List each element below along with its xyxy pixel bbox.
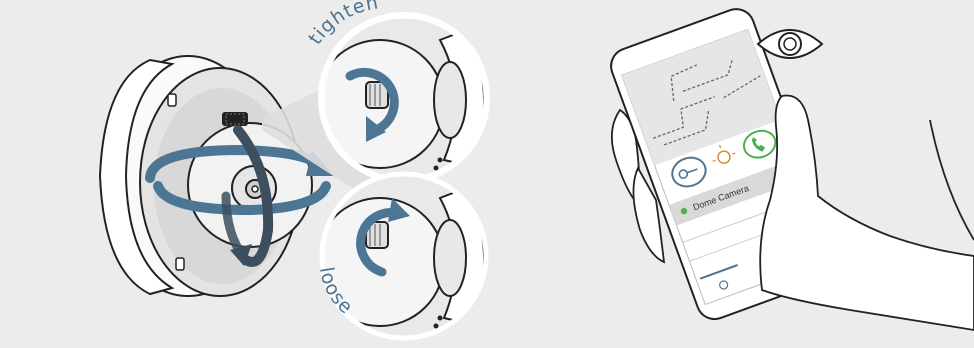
nav-active-indicator [699,264,739,280]
loose-arrow-head [388,198,410,222]
callout-wedge [262,80,380,206]
hand-palm [759,94,974,331]
tighten-arrow[interactable] [345,67,399,135]
eye-icon [756,29,824,59]
light-button[interactable] [708,141,737,167]
light-icon [717,150,731,164]
camera-mount-illustration [98,55,334,297]
camera-lens-core [251,185,259,193]
loose-arrow[interactable] [356,208,405,277]
tilt-rotation-arrow [233,125,274,267]
tighten-detail [318,12,490,184]
tighten-arrow-head [366,116,386,142]
screw-ridges [225,113,245,125]
phone-call-icon [751,137,766,152]
mount-tab-top [167,93,177,107]
status-dot [680,207,688,215]
loose-detail [319,171,489,341]
loose-zoom-circle [319,171,489,341]
device-row[interactable] [668,159,803,226]
call-button[interactable] [740,126,779,161]
phone-in-hand-illustration: Dome Camera [610,8,974,331]
camera-feed-scene [653,58,761,146]
mount-housing-rim [98,58,175,296]
tilt-arrow-head [230,244,252,266]
camera-feed [621,29,781,166]
key-button[interactable] [668,153,710,191]
mount-tab-bottom [175,257,185,271]
hand-finger-lower [632,166,666,264]
nav-live-view[interactable] [719,280,729,290]
adjustment-screw [222,112,248,126]
live-view-icon [719,280,729,290]
pan-rotation-arrow-front [153,181,331,216]
hand-thumb-line [929,119,974,241]
